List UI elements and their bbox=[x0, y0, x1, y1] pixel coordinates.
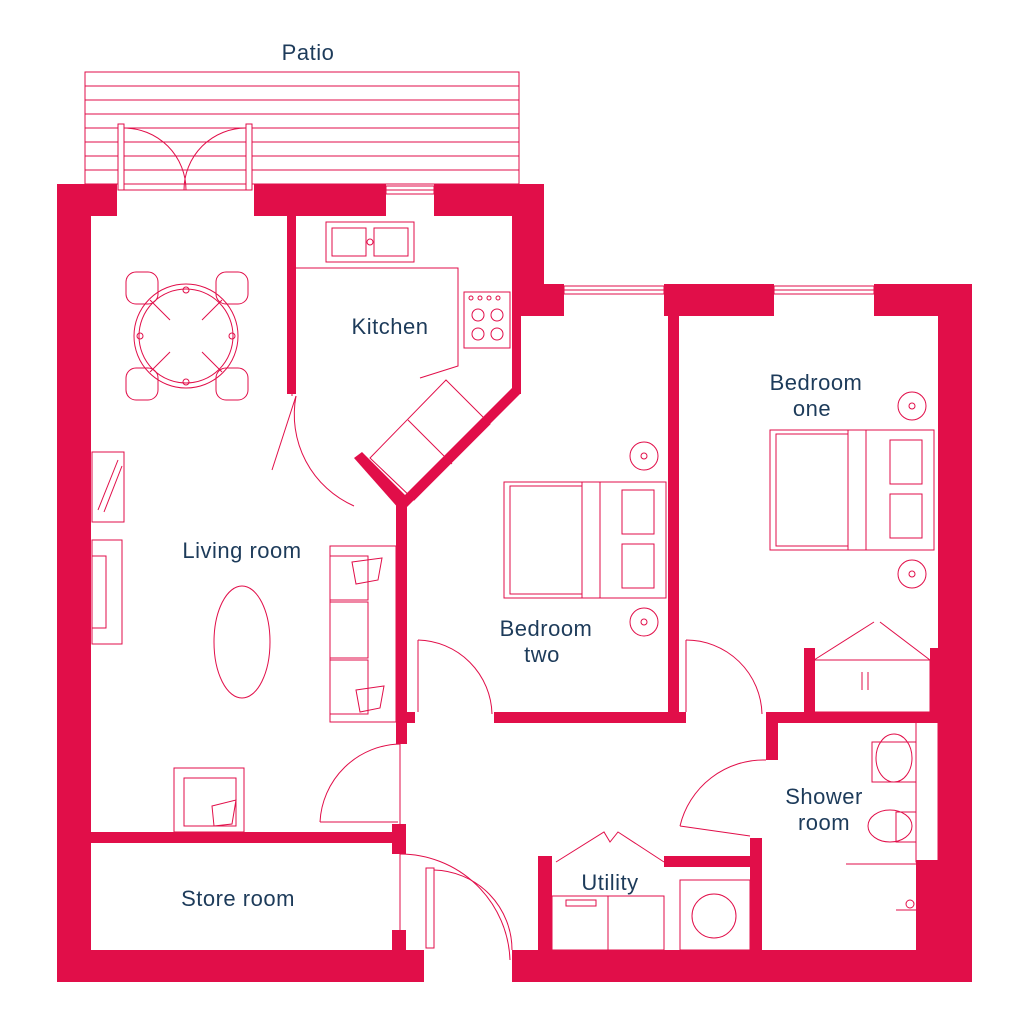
patio-decking bbox=[84, 71, 520, 185]
bedroom-one-label-line1: Bedroom bbox=[770, 370, 863, 395]
walls bbox=[57, 184, 972, 982]
bedroom-one-label-line2: one bbox=[793, 396, 831, 421]
patio-double-door bbox=[117, 123, 253, 191]
shower-room-label-line1: Shower bbox=[785, 784, 863, 809]
bedroom-two-bed bbox=[503, 441, 667, 637]
utility-fittings bbox=[551, 831, 751, 951]
dining-table bbox=[125, 271, 249, 401]
living-room-label: Living room bbox=[182, 538, 301, 563]
kitchen-fittings bbox=[296, 221, 511, 501]
doors bbox=[271, 394, 767, 961]
windows bbox=[385, 185, 875, 295]
living-room-furniture bbox=[91, 451, 397, 833]
bedroom-two-label-line1: Bedroom bbox=[500, 616, 593, 641]
shower-room-fittings bbox=[846, 721, 939, 911]
store-room-label: Store room bbox=[181, 886, 295, 911]
bedroom-two-label-line2: two bbox=[524, 642, 560, 667]
room-labels: Patio Kitchen Bedroom one Living room Be… bbox=[181, 40, 863, 911]
kitchen-label: Kitchen bbox=[352, 314, 429, 339]
patio-label: Patio bbox=[282, 40, 335, 65]
shower-room-label-line2: room bbox=[798, 810, 850, 835]
utility-label: Utility bbox=[581, 870, 638, 895]
bedroom-one-bed bbox=[769, 391, 935, 713]
